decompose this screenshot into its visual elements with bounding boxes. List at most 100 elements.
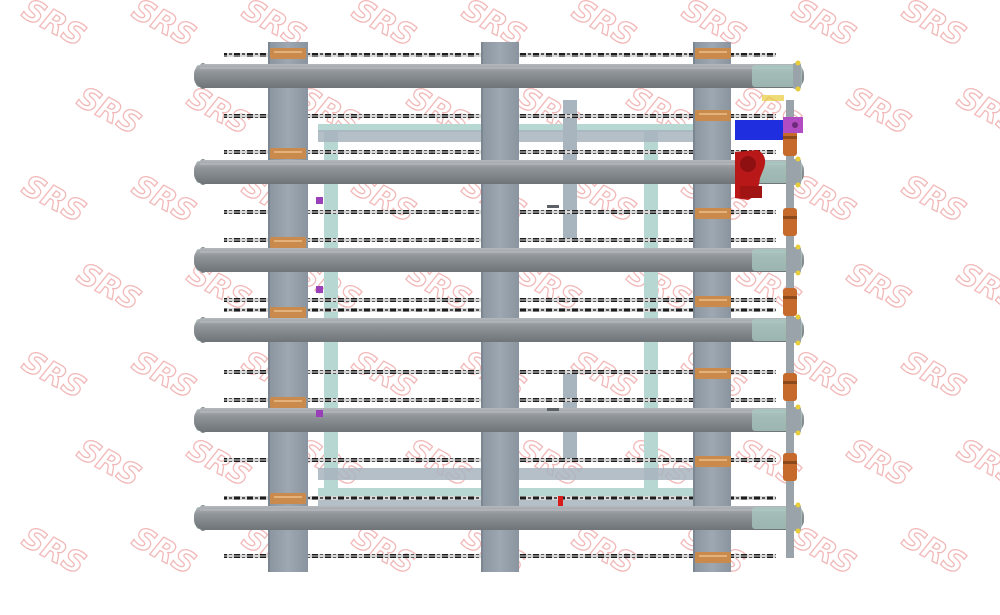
mount-bracket-slot-5 — [274, 496, 302, 498]
mount-bracket-10 — [695, 368, 731, 379]
mount-bracket-slot-2 — [274, 240, 302, 242]
mount-bracket-slot-9 — [699, 299, 727, 301]
watermark-logo-57: SRS — [841, 432, 916, 494]
mount-bracket-7 — [695, 110, 731, 121]
mount-bracket-slot-7 — [699, 113, 727, 115]
sensor-icon-0 — [547, 205, 559, 208]
roller-bolt-right-b-0 — [795, 86, 801, 92]
mount-bracket-slot-3 — [274, 310, 302, 312]
mount-bracket-slot-12 — [699, 555, 727, 557]
support-column-edge-1 — [481, 42, 483, 572]
roller-end-right-0 — [752, 65, 802, 87]
roller-beam-2 — [194, 248, 804, 272]
watermark-logo-20: SRS — [16, 168, 91, 230]
watermark-logo-3: SRS — [346, 0, 421, 54]
gearbox-flange — [740, 156, 756, 172]
motor-terminal — [762, 95, 784, 101]
guide-rail-7 — [618, 488, 663, 496]
watermark-logo-5: SRS — [566, 0, 641, 54]
sensor-icon-1 — [547, 408, 559, 411]
roller-beam-0 — [194, 64, 804, 88]
shaft-coupling-1 — [783, 208, 797, 236]
watermark-logo-68: SRS — [896, 520, 971, 582]
roller-shaft-end-3 — [793, 317, 801, 343]
roller-bolt-right-a-2 — [795, 244, 801, 250]
watermark-logo-53: SRS — [401, 432, 476, 494]
watermark-logo-10: SRS — [71, 80, 146, 142]
watermark-logo-8: SRS — [896, 0, 971, 54]
watermark-logo-41: SRS — [126, 344, 201, 406]
roller-bolt-right-b-5 — [795, 528, 801, 534]
mount-bracket-slot-11 — [699, 459, 727, 461]
mount-bracket-slot-0 — [274, 51, 302, 53]
shaft-coupling-band-4 — [783, 461, 797, 464]
watermark-logo-43: SRS — [346, 344, 421, 406]
mount-bracket-slot-10 — [699, 371, 727, 373]
roller-bolt-right-a-4 — [795, 404, 801, 410]
watermark-logo-11: SRS — [181, 80, 256, 142]
drive-shaft — [786, 100, 794, 558]
watermark-logo-50: SRS — [71, 432, 146, 494]
roller-beam-highlight-4 — [200, 411, 798, 413]
watermark-logo-38: SRS — [951, 256, 1000, 318]
position-marker-0 — [316, 197, 323, 204]
mount-bracket-slot-6 — [699, 51, 727, 53]
watermark-logo-55: SRS — [621, 432, 696, 494]
support-columns — [268, 42, 731, 572]
watermark-logo-18: SRS — [951, 80, 1000, 142]
watermark-logo-61: SRS — [126, 520, 201, 582]
guide-rail-4 — [318, 124, 363, 132]
shaft-coupling-0 — [783, 128, 797, 156]
roller-beam-highlight-1 — [200, 163, 798, 165]
roller-bolt-right-b-4 — [795, 430, 801, 436]
roller-beams — [194, 60, 804, 534]
shaft-coupling-band-0 — [783, 136, 797, 139]
shaft-coupling-3 — [783, 373, 797, 401]
roller-shaft-end-5 — [793, 505, 801, 531]
support-column-1 — [481, 42, 519, 572]
guide-rail-6 — [318, 488, 363, 496]
watermark-logo-48: SRS — [896, 344, 971, 406]
roller-bolt-right-a-1 — [795, 156, 801, 162]
mount-bracket-4 — [270, 397, 306, 408]
mount-bracket-slot-8 — [699, 211, 727, 213]
watermark-logo-37: SRS — [841, 256, 916, 318]
mount-bracket-8 — [695, 208, 731, 219]
mount-bracket-2 — [270, 237, 306, 248]
roller-bolt-right-a-5 — [795, 502, 801, 508]
watermark-logo-40: SRS — [16, 344, 91, 406]
roller-beam-4 — [194, 408, 804, 432]
motor-mount-bolt — [792, 122, 798, 128]
roller-shaft-end-0 — [793, 63, 801, 89]
position-marker-1 — [316, 286, 323, 293]
mount-bracket-9 — [695, 296, 731, 307]
watermark-logo-1: SRS — [126, 0, 201, 54]
shaft-coupling-4 — [783, 453, 797, 481]
roller-bolt-right-a-0 — [795, 60, 801, 66]
shaft-coupling-2 — [783, 288, 797, 316]
support-column-edge-0 — [268, 42, 270, 572]
roller-shaft-end-2 — [793, 247, 801, 273]
mount-bracket-1 — [270, 148, 306, 159]
roller-bolt-right-b-1 — [795, 182, 801, 188]
roller-beam-highlight-0 — [200, 67, 798, 69]
watermark-logo-21: SRS — [126, 168, 201, 230]
roller-beam-highlight-3 — [200, 321, 798, 323]
watermark-logo-47: SRS — [786, 344, 861, 406]
mount-bracket-0 — [270, 48, 306, 59]
roller-bolt-right-b-3 — [795, 340, 801, 346]
mount-bracket-11 — [695, 456, 731, 467]
roller-bolt-right-a-3 — [795, 314, 801, 320]
roller-beam-5 — [194, 506, 804, 530]
watermark-logo-60: SRS — [16, 520, 91, 582]
mount-bracket-6 — [695, 48, 731, 59]
stop-marker — [558, 496, 563, 506]
roller-bolt-right-b-2 — [795, 270, 801, 276]
gearbox-base — [740, 186, 762, 198]
position-marker-2 — [316, 410, 323, 417]
roller-beam-3 — [194, 318, 804, 342]
roller-beam-highlight-2 — [200, 251, 798, 253]
mount-bracket-3 — [270, 307, 306, 318]
